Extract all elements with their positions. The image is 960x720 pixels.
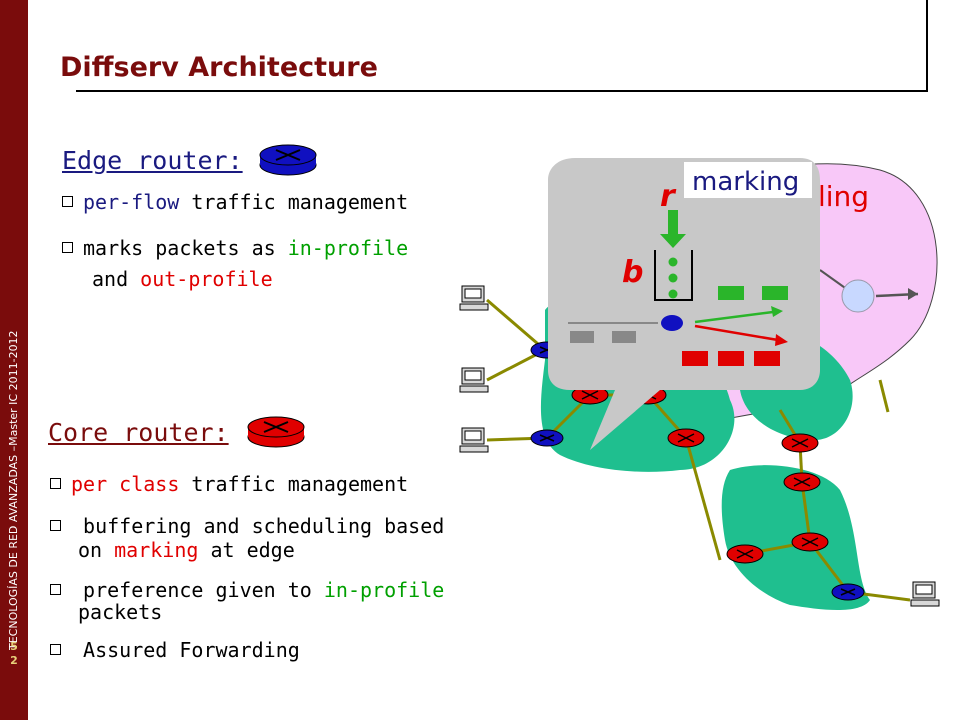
core-bullet-1: per class traffic management (50, 472, 408, 496)
router-icon (259, 144, 317, 176)
in-profile-packet (718, 286, 744, 300)
in-profile-keyword: in-profile (323, 578, 445, 602)
edge-bullet-1-keyword: per-flow (83, 190, 180, 214)
token-arrow (660, 234, 686, 248)
edge-bullet-2-text: and (92, 267, 141, 291)
marking-label-bg (684, 162, 812, 198)
edge-bullet-2-text: marks packets as (83, 236, 288, 260)
bullet-square-icon (50, 478, 61, 489)
edge-marker-node (661, 315, 683, 331)
marking-label: marking (692, 167, 799, 197)
edge-bullet-2: marks packets as in-profile (62, 236, 408, 260)
out-profile-packet (682, 351, 708, 366)
bucket-label: b (622, 255, 643, 290)
bullet-square-icon (62, 196, 73, 207)
edge-bullet-1: per-flow traffic management (62, 190, 408, 214)
router-icon (831, 583, 865, 601)
core-bullet-2-text: at edge (198, 538, 295, 562)
core-bullet-2-text: on (78, 538, 115, 562)
computer-icon (459, 367, 489, 393)
background-label-fragment: ling (818, 180, 869, 213)
slide-title: Diffserv Architecture (60, 52, 378, 83)
marking-callout (548, 158, 820, 450)
out-profile-packet (754, 351, 780, 366)
core-router-heading: Core router: (48, 418, 229, 447)
core-bullet-2-text: buffering and scheduling based (71, 514, 445, 538)
edge-bullet-1-text: traffic management (179, 190, 409, 214)
core-bullet-1-keyword: per class (71, 472, 180, 496)
in-profile-keyword: in-profile (287, 236, 409, 260)
page-number-digit: 2 (10, 654, 18, 667)
sidebar: TECNOLOGÍAS DE RED AVANZADAS –Master IC … (0, 0, 28, 720)
marking-keyword: marking (114, 538, 199, 562)
out-profile-packet (718, 351, 744, 366)
edge-bullet-2-line-2: and out-profile (92, 267, 273, 291)
bullet-square-icon (50, 520, 61, 531)
bullet-square-icon (62, 242, 73, 253)
computer-icon (459, 285, 489, 311)
router-icon (667, 428, 705, 448)
router-icon (791, 532, 829, 552)
page-number: 5 2 (0, 640, 28, 668)
computer-icon (459, 427, 489, 453)
in-profile-packet (762, 286, 788, 300)
core-bullet-3-text: preference given to (71, 578, 324, 602)
core-bullet-3-text: packets (78, 600, 163, 624)
core-bullet-2: buffering and scheduling based (50, 514, 444, 538)
core-bullet-3-line-2: packets (78, 600, 162, 624)
bullet-square-icon (50, 644, 61, 655)
page-number-digit: 5 (10, 640, 18, 653)
core-bullet-2-line-2: on marking at edge (78, 538, 295, 562)
token-bucket (654, 250, 693, 301)
router-icon (726, 544, 764, 564)
rate-label: r (660, 179, 677, 214)
router-icon (530, 429, 564, 447)
core-bullet-4-text: Assured Forwarding (71, 638, 300, 662)
title-right-border (926, 0, 928, 92)
core-bullet-4: Assured Forwarding (50, 638, 300, 662)
bullet-square-icon (50, 584, 61, 595)
router-icon (783, 472, 821, 492)
hosts (459, 285, 940, 607)
core-bullet-1-text: traffic management (179, 472, 409, 496)
router-icon (247, 416, 305, 448)
core-bullet-3: preference given to in-profile (50, 578, 444, 602)
router-icon (781, 433, 819, 453)
scheduler-node (841, 279, 875, 313)
computer-icon (910, 581, 940, 607)
title-underline (76, 90, 928, 92)
edge-router-heading: Edge router: (62, 146, 243, 175)
out-profile-keyword: out-profile (140, 267, 273, 291)
